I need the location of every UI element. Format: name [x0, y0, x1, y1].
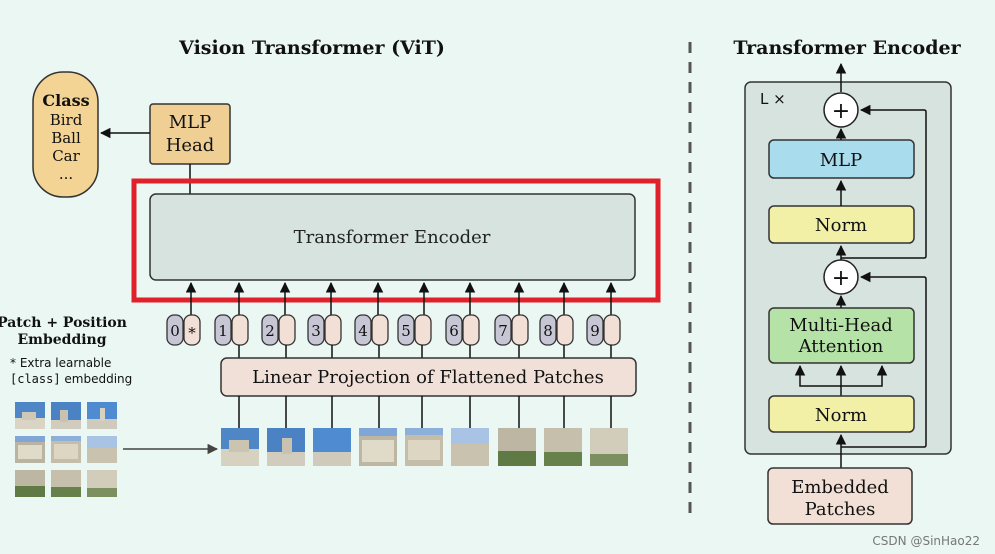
token-6-pair: 6: [445, 314, 480, 346]
grid-patch-1: [15, 402, 45, 429]
qkv-arrows: [794, 364, 888, 396]
extra-note-rest: embedding: [61, 372, 133, 386]
repeat-label: L ×: [760, 90, 786, 108]
embedding-label-line2: Embedding: [17, 332, 106, 348]
grid-patch-9: [87, 470, 117, 497]
mlp-head-line1: MLP: [169, 112, 212, 133]
grid-patch-6: [87, 436, 117, 463]
token-8-pair: 8: [539, 314, 574, 346]
norm-bottom-label: Norm: [815, 405, 867, 426]
class-item-car: Car: [52, 147, 80, 165]
grid-patch-4: [15, 436, 45, 463]
patch-2: [267, 428, 305, 466]
patch-3: [313, 428, 351, 466]
token-8-label: 8: [543, 322, 553, 340]
norm-box-bottom: [768, 395, 915, 433]
embedded-patches-line2: Patches: [805, 499, 876, 520]
token-9-pair: 9: [586, 314, 621, 346]
attention-label-line1: Multi-Head: [789, 315, 892, 336]
watermark: CSDN @SinHao22: [872, 534, 980, 548]
token-7-pair: 7: [494, 314, 529, 346]
transformer-encoder-label: Transformer Encoder: [294, 227, 491, 248]
token-1-label: 1: [218, 322, 228, 340]
encoder-title: Transformer Encoder: [733, 37, 961, 59]
token-7-label: 7: [498, 322, 508, 340]
encoder-mlp-label: MLP: [820, 150, 863, 171]
token-6-label: 6: [449, 322, 459, 340]
class-item-bird: Bird: [50, 111, 83, 129]
token-2-label: 2: [265, 322, 275, 340]
linear-projection-label: Linear Projection of Flattened Patches: [252, 367, 604, 388]
projection-to-token-lines: [238, 345, 612, 358]
class-token-mark: *: [188, 324, 196, 342]
grid-patch-8: [51, 470, 81, 497]
add-middle-symbol: +: [832, 266, 850, 291]
patch-9: [590, 428, 628, 466]
patch-4: [359, 428, 397, 466]
token-0-pair: 0 *: [166, 314, 201, 346]
class-item-more: ...: [59, 165, 73, 183]
token-arrows: [185, 281, 617, 315]
embedded-patches-line1: Embedded: [791, 477, 889, 498]
patch-8: [544, 428, 582, 466]
flattened-patches: [221, 428, 628, 466]
embedded-patches-box: [767, 467, 913, 525]
residual-skip-top: [841, 104, 927, 259]
vit-title: Vision Transformer (ViT): [178, 37, 445, 59]
token-0-label: 0: [170, 322, 180, 340]
add-top-symbol: +: [832, 99, 850, 124]
grid-patch-7: [15, 470, 45, 497]
class-heading: Class: [42, 91, 89, 110]
highlight-frame: [131, 178, 661, 303]
grid-patch-5: [51, 436, 81, 463]
class-output-box: [32, 71, 99, 198]
embedding-label-line1: Patch + Position: [0, 315, 127, 331]
residual-skip-bottom: [841, 271, 927, 448]
add-circle-top: [823, 92, 859, 128]
transformer-encoder-box: [149, 193, 636, 281]
class-item-ball: Ball: [51, 129, 81, 147]
extra-note-code: [class]: [10, 372, 61, 386]
patch-5: [405, 428, 443, 466]
patch-6: [451, 428, 489, 466]
token-3-label: 3: [311, 322, 321, 340]
token-3-pair: 3: [307, 314, 342, 346]
token-4-label: 4: [358, 322, 368, 340]
token-2-pair: 2: [261, 314, 296, 346]
mlp-head-line2: Head: [166, 135, 215, 156]
extra-note-line2: [class] embedding: [10, 372, 132, 386]
token-9-label: 9: [590, 322, 600, 340]
patch-to-projection-lines: [238, 396, 612, 428]
grid-patch-3: [87, 402, 117, 429]
token-5-pair: 5: [397, 314, 432, 346]
linear-projection-box: [220, 357, 637, 397]
token-4-pair: 4: [354, 314, 389, 346]
attention-label-line2: Attention: [798, 336, 884, 357]
source-image-grid: [15, 402, 117, 497]
token-1-pair: 1: [214, 314, 249, 346]
grid-patch-2: [51, 402, 81, 429]
extra-note-line1: * Extra learnable: [10, 356, 111, 370]
norm-top-label: Norm: [815, 215, 867, 236]
patch-1: [221, 428, 259, 466]
patch-7: [498, 428, 536, 466]
token-5-label: 5: [401, 322, 411, 340]
